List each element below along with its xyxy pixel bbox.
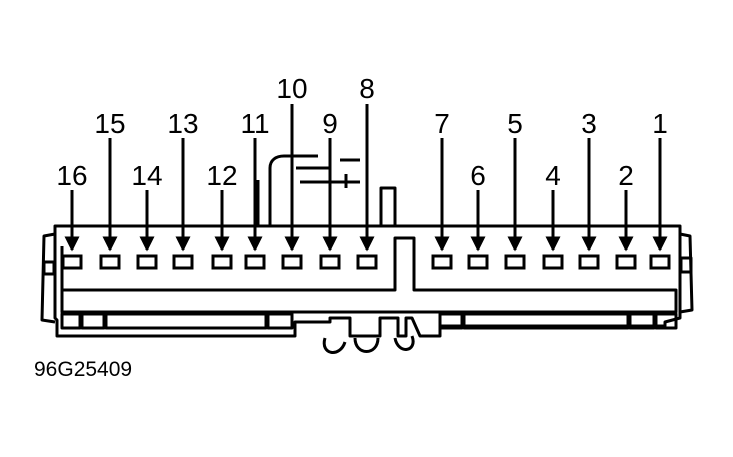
pin-label-3: 3: [581, 108, 597, 139]
lower-hook-mid: [353, 337, 380, 353]
pin-cavity-11: [244, 254, 266, 270]
pin-label-16: 16: [56, 160, 87, 191]
pin-label-10: 10: [276, 73, 307, 104]
pin-cavity-7: [431, 254, 453, 270]
pin-leaders: [64, 104, 668, 252]
pin-cavity-14: [136, 254, 158, 270]
lower-hook-left: [322, 337, 347, 354]
top-key: [379, 186, 397, 228]
pin-label-8: 8: [359, 73, 375, 104]
pin-cavity-4: [542, 254, 564, 270]
pin-cavity-15: [99, 254, 121, 270]
pin-cavity-9: [319, 254, 341, 270]
pin-label-4: 4: [545, 160, 561, 191]
pin-label-9: 9: [322, 108, 338, 139]
pin-label-11: 11: [240, 108, 269, 139]
pin-cavity-5: [504, 254, 526, 270]
left-latch: [40, 232, 56, 324]
pin-cavity-10: [281, 254, 303, 270]
pin-cavity-8: [356, 254, 378, 270]
pin-cavity-13: [172, 254, 194, 270]
pin-label-7: 7: [434, 108, 450, 139]
lower-hook-right: [393, 335, 415, 351]
pin-label-5: 5: [507, 108, 523, 139]
pin-cavities: [61, 254, 671, 270]
pin-cavity-16: [61, 254, 83, 270]
pin-cavity-2: [615, 254, 637, 270]
pin-label-15: 15: [94, 108, 125, 139]
pin-cavity-3: [578, 254, 600, 270]
connector-body: [40, 154, 694, 354]
pin-labels: 1 2 3 4 5 6 7 8 9 10 11 12 13 14 15 16: [56, 73, 667, 191]
pin-label-12: 12: [206, 160, 237, 191]
pin-label-6: 6: [470, 160, 486, 191]
pin-cavity-6: [467, 254, 489, 270]
pin-label-1: 1: [652, 108, 668, 139]
pin-cavity-12: [211, 254, 233, 270]
pin-label-13: 13: [167, 108, 198, 139]
pin-label-2: 2: [618, 160, 634, 191]
pin-label-14: 14: [131, 160, 162, 191]
pin-cavity-1: [649, 254, 671, 270]
figure-id: 96G25409: [34, 358, 132, 381]
